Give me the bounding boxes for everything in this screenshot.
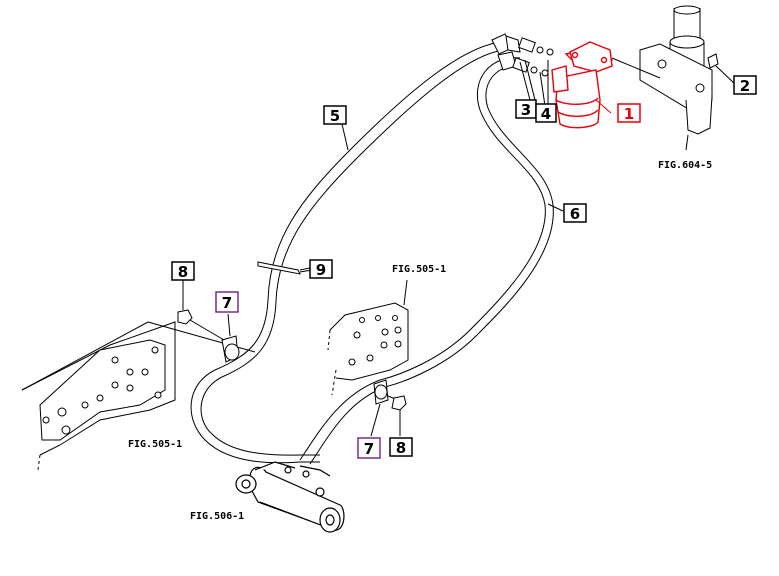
fig-ref-505-1-right: FIG.505-1: [392, 264, 446, 275]
pump-part-1[interactable]: [551, 41, 614, 129]
callout-6-label: 6: [570, 205, 580, 223]
callout-2: 2: [733, 75, 757, 95]
callout-7-right: 7: [357, 437, 381, 459]
mounting-plate-left: [21, 321, 256, 471]
callout-4-label: 4: [541, 105, 551, 123]
callout-4: 4: [535, 103, 557, 123]
bolt-right: [391, 395, 407, 436]
callout-8-right: 8: [389, 437, 413, 457]
callout-7-left: 7: [215, 291, 239, 313]
steering-cylinder: [235, 461, 345, 533]
callout-8-left: 8: [171, 261, 195, 281]
callout-1: 1: [617, 103, 641, 123]
callout-3: 3: [515, 99, 537, 119]
callout-7-right-label: 7: [364, 440, 374, 458]
fig-ref-604-5: FIG.604-5: [658, 160, 712, 171]
callout-8-right-label: 8: [396, 439, 406, 457]
clamp-left: [189, 313, 240, 363]
upper-fittings: [491, 33, 554, 77]
steering-column-bracket: [611, 5, 719, 151]
callout-9-label: 9: [316, 261, 326, 279]
callout-3-label: 3: [521, 101, 531, 119]
fig-ref-505-1-left: FIG.505-1: [128, 439, 182, 450]
mounting-plate-right: [327, 279, 409, 396]
callout-5-label: 5: [330, 107, 340, 125]
clamp-right: [370, 379, 399, 437]
bolt-left: [177, 280, 193, 325]
callout-2-label: 2: [740, 77, 750, 95]
callout-8-left-label: 8: [178, 263, 188, 281]
callout-5: 5: [323, 105, 347, 125]
fig-ref-506-1: FIG.506-1: [190, 511, 244, 522]
tie-strap-part-9: [257, 261, 313, 275]
callout-1-label: 1: [624, 105, 634, 123]
hose-5: [190, 41, 516, 464]
leader-lines: [299, 59, 736, 271]
callout-6: 6: [563, 203, 587, 223]
callout-7-left-label: 7: [222, 294, 232, 312]
callout-9: 9: [309, 259, 333, 279]
